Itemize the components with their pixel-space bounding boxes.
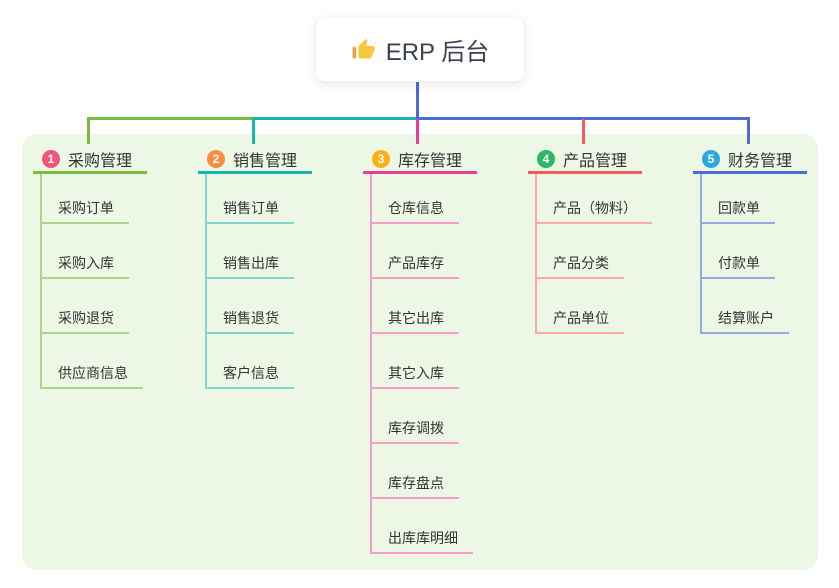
child-node[interactable]: 销售退货 (205, 279, 294, 334)
child-label: 出库库明细 (388, 530, 458, 546)
branch-badge: 1 (42, 149, 60, 168)
child-label: 销售退货 (223, 310, 279, 326)
child-node[interactable]: 结算账户 (700, 279, 789, 334)
connector-drop-purchase (87, 117, 90, 144)
child-label: 付款单 (718, 255, 760, 271)
branch-spine (535, 174, 537, 334)
connector-drop-product (582, 119, 585, 144)
branch-product: 4 产品管理 产品（物料） 产品分类 产品单位 (528, 146, 652, 334)
child-label: 采购订单 (58, 200, 114, 216)
child-node[interactable]: 销售出库 (205, 224, 294, 279)
child-node[interactable]: 产品分类 (535, 224, 624, 279)
connector-root-stem (416, 82, 419, 118)
branch-children: 仓库信息 产品库存 其它出库 其它入库 库存调拨 库存盘点 出库库明细 (363, 174, 477, 554)
connector-horizontal-sales (252, 117, 417, 120)
child-node[interactable]: 回款单 (700, 174, 775, 224)
child-label: 产品（物料） (553, 200, 637, 216)
child-node[interactable]: 采购退货 (40, 279, 129, 334)
branch-spine (205, 174, 207, 389)
branch-title-finance[interactable]: 5 财务管理 (693, 146, 807, 174)
branch-children: 产品（物料） 产品分类 产品单位 (528, 174, 652, 334)
connector-drop-inventory (416, 119, 419, 144)
child-node[interactable]: 采购入库 (40, 224, 129, 279)
child-node[interactable]: 付款单 (700, 224, 775, 279)
child-node[interactable]: 供应商信息 (40, 334, 143, 389)
child-label: 供应商信息 (58, 365, 128, 381)
branch-children: 采购订单 采购入库 采购退货 供应商信息 (33, 174, 147, 389)
connector-horizontal-finance (416, 117, 750, 120)
child-label: 回款单 (718, 200, 760, 216)
child-label: 产品单位 (553, 310, 609, 326)
branch-finance: 5 财务管理 回款单 付款单 结算账户 (693, 146, 807, 334)
child-node[interactable]: 产品库存 (370, 224, 459, 279)
child-label: 销售订单 (223, 200, 279, 216)
child-label: 其它入库 (388, 365, 444, 381)
branch-children: 销售订单 销售出库 销售退货 客户信息 (198, 174, 312, 389)
branch-title-purchase[interactable]: 1 采购管理 (33, 146, 147, 174)
child-label: 结算账户 (718, 310, 774, 326)
child-node[interactable]: 出库库明细 (370, 499, 473, 554)
child-label: 客户信息 (223, 365, 279, 381)
connector-drop-finance (747, 117, 750, 144)
child-label: 其它出库 (388, 310, 444, 326)
child-node[interactable]: 库存盘点 (370, 444, 459, 499)
branch-badge: 5 (702, 149, 720, 168)
branch-label: 库存管理 (398, 152, 463, 170)
branch-title-inventory[interactable]: 3 库存管理 (363, 146, 477, 174)
child-label: 库存调拨 (388, 420, 444, 436)
child-label: 库存盘点 (388, 475, 444, 491)
child-node[interactable]: 库存调拨 (370, 389, 459, 444)
child-node[interactable]: 采购订单 (40, 174, 129, 224)
branch-inventory: 3 库存管理 仓库信息 产品库存 其它出库 其它入库 库存调拨 库存盘点 出库库… (363, 146, 477, 554)
child-node[interactable]: 仓库信息 (370, 174, 459, 224)
branch-spine (700, 174, 702, 334)
branch-spine (40, 174, 42, 389)
branch-label: 财务管理 (728, 152, 793, 170)
child-label: 仓库信息 (388, 200, 444, 216)
branch-sales: 2 销售管理 销售订单 销售出库 销售退货 客户信息 (198, 146, 312, 389)
branch-label: 销售管理 (233, 152, 298, 170)
branch-title-product[interactable]: 4 产品管理 (528, 146, 642, 174)
branch-badge: 3 (372, 149, 390, 168)
child-node[interactable]: 产品单位 (535, 279, 624, 334)
child-node[interactable]: 销售订单 (205, 174, 294, 224)
child-label: 产品分类 (553, 255, 609, 271)
root-node[interactable]: ERP 后台 (315, 17, 525, 82)
child-node[interactable]: 客户信息 (205, 334, 294, 389)
branch-label: 采购管理 (68, 152, 133, 170)
child-node[interactable]: 其它入库 (370, 334, 459, 389)
branch-purchase: 1 采购管理 采购订单 采购入库 采购退货 供应商信息 (33, 146, 147, 389)
branch-children: 回款单 付款单 结算账户 (693, 174, 807, 334)
branch-badge: 2 (207, 149, 225, 168)
child-label: 产品库存 (388, 255, 444, 271)
branch-title-sales[interactable]: 2 销售管理 (198, 146, 312, 174)
branch-spine (370, 174, 372, 554)
root-title: ERP 后台 (385, 39, 490, 66)
connector-horizontal-purchase (87, 117, 253, 120)
child-node[interactable]: 产品（物料） (535, 174, 652, 224)
connector-drop-sales (252, 117, 255, 144)
thumbs-up-icon (352, 38, 375, 59)
child-label: 销售出库 (223, 255, 279, 271)
child-label: 采购入库 (58, 255, 114, 271)
child-label: 采购退货 (58, 310, 114, 326)
branch-badge: 4 (537, 149, 555, 168)
child-node[interactable]: 其它出库 (370, 279, 459, 334)
branch-label: 产品管理 (563, 152, 628, 170)
